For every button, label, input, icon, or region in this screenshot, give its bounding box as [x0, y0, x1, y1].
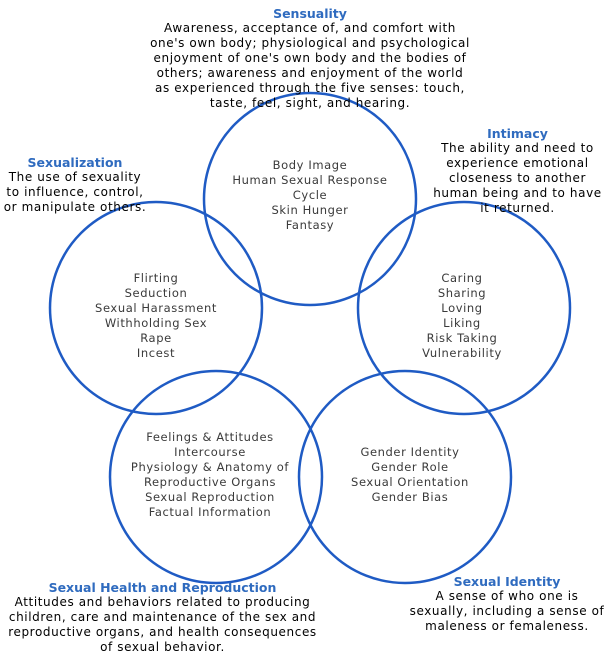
intimacy-items: Caring Sharing Loving Liking Risk Taking…	[422, 271, 502, 360]
sexualization-description: The use of sexuality to influence, contr…	[3, 170, 147, 214]
sexual-identity-title: Sexual Identity	[453, 574, 561, 589]
intimacy-title: Intimacy	[487, 126, 548, 141]
sexual-health-items: Feelings & Attitudes Intercourse Physiol…	[130, 430, 290, 519]
sexualization-description-block: Sexualization The use of sexuality to in…	[0, 155, 150, 215]
sexualization-circle	[48, 200, 264, 416]
sexual-health-description-block: Sexual Health and Reproduction Attitudes…	[0, 580, 325, 655]
sexualization-items: Flirting Seduction Sexual Harassment Wit…	[95, 271, 217, 360]
sexual-identity-items: Gender Identity Gender Role Sexual Orien…	[351, 445, 469, 504]
sexual-identity-description-block: Sexual Identity A sense of who one is se…	[405, 574, 609, 634]
intimacy-description: The ability and need to experience emoti…	[433, 141, 602, 215]
sensuality-title: Sensuality	[273, 6, 347, 21]
sexual-health-circle	[108, 369, 324, 585]
sensuality-description: Awareness, acceptance of, and comfort wi…	[150, 21, 470, 110]
sensuality-circle	[202, 91, 418, 307]
intimacy-circle	[356, 200, 572, 416]
sexualization-title: Sexualization	[27, 155, 123, 170]
sensuality-description-block: Sensuality Awareness, acceptance of, and…	[140, 6, 480, 111]
sexual-health-description: Attitudes and behaviors related to produ…	[8, 595, 317, 654]
sexual-identity-circle	[297, 369, 513, 585]
sexual-identity-description: A sense of who one is sexually, includin…	[409, 589, 605, 633]
sensuality-items: Body Image Human Sexual Response Cycle S…	[232, 158, 388, 232]
sexual-health-title: Sexual Health and Reproduction	[48, 580, 277, 595]
intimacy-description-block: Intimacy The ability and need to experie…	[420, 126, 609, 216]
